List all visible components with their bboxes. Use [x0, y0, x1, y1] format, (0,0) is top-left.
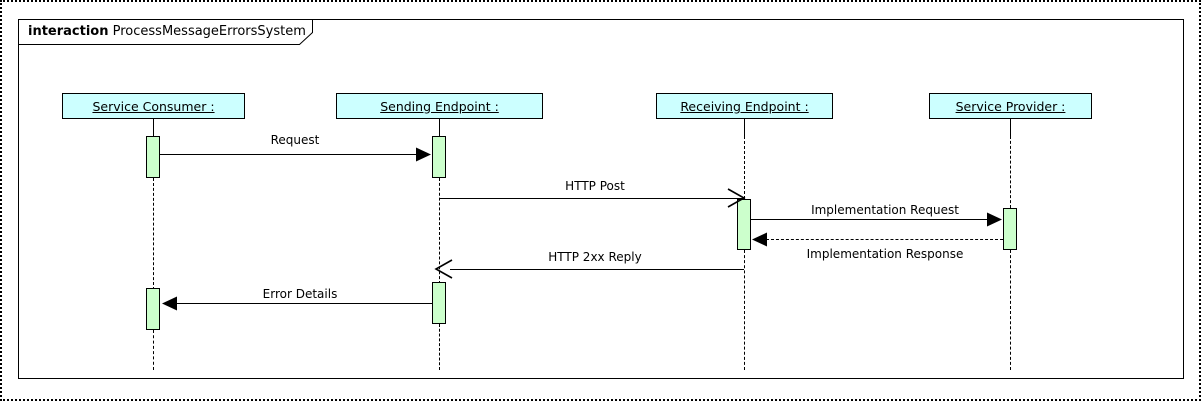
lifeline-stem-mid-sending-endpoint: [439, 178, 440, 284]
arrowhead-filled-left-implementation-response: [752, 232, 767, 247]
activation-receiving-endpoint-1[interactable]: [737, 199, 751, 250]
interaction-frame: [18, 19, 1184, 379]
message-line-implementation-response[interactable]: [766, 239, 1003, 240]
message-line-implementation-request[interactable]: [751, 219, 991, 220]
message-label-request: Request: [270, 133, 320, 147]
lifeline-label-sending-endpoint: Sending Endpoint :: [380, 98, 499, 114]
arrowhead-filled-right-implementation-request: [987, 212, 1002, 227]
arrowhead-open-left-http-2xx-reply: [434, 259, 453, 279]
arrowhead-filled-left-error-details: [162, 296, 177, 311]
message-label-http-post: HTTP Post: [565, 179, 625, 193]
interaction-frame-tab: interaction ProcessMessageErrorsSystem: [18, 19, 313, 45]
lifeline-stem-mid-service-consumer: [153, 178, 154, 290]
message-label-http-2xx-reply: HTTP 2xx Reply: [548, 250, 642, 264]
lifeline-stem-top-service-consumer: [153, 119, 154, 138]
lifeline-stem-bottom-service-provider: [1010, 250, 1011, 370]
lifeline-stem-upper-service-provider: [1010, 136, 1011, 208]
message-line-http-2xx-reply[interactable]: [450, 269, 744, 270]
frame-tab-kind: interaction: [28, 24, 109, 39]
lifeline-label-service-consumer: Service Consumer :: [92, 98, 215, 114]
message-label-error-details: Error Details: [262, 287, 338, 301]
message-label-implementation-response: Implementation Response: [806, 247, 964, 261]
frame-tab-name: ProcessMessageErrorsSystem: [112, 24, 306, 39]
arrowhead-filled-right-request: [416, 147, 431, 162]
message-label-implementation-request: Implementation Request: [811, 203, 959, 217]
frame-tab-pentagon-icon: [18, 19, 313, 45]
lifeline-label-service-provider: Service Provider :: [955, 98, 1066, 114]
frame-tab-label: interaction ProcessMessageErrorsSystem: [28, 23, 306, 41]
lifeline-head-service-consumer[interactable]: Service Consumer :: [62, 93, 245, 119]
lifeline-head-service-provider[interactable]: Service Provider :: [929, 93, 1092, 119]
lifeline-label-receiving-endpoint: Receiving Endpoint :: [680, 98, 809, 114]
lifeline-head-sending-endpoint[interactable]: Sending Endpoint :: [336, 93, 543, 119]
lifeline-stem-upper-receiving-endpoint: [744, 136, 745, 199]
lifeline-stem-bottom-sending-endpoint: [439, 324, 440, 370]
message-line-request[interactable]: [160, 154, 425, 155]
activation-service-consumer-1[interactable]: [146, 136, 160, 178]
arrowhead-open-right-http-post: [727, 188, 746, 208]
lifeline-stem-bottom-service-consumer: [153, 330, 154, 370]
lifeline-stem-top-sending-endpoint: [439, 119, 440, 138]
lifeline-stem-top-service-provider: [1010, 119, 1011, 138]
lifeline-stem-bottom-receiving-endpoint: [744, 250, 745, 370]
lifeline-stem-top-receiving-endpoint: [744, 119, 745, 138]
activation-service-consumer-2[interactable]: [146, 288, 160, 330]
activation-service-provider-1[interactable]: [1003, 208, 1017, 250]
activation-sending-endpoint-1[interactable]: [432, 136, 446, 178]
message-line-http-post[interactable]: [440, 198, 744, 199]
message-line-error-details[interactable]: [176, 303, 432, 304]
activation-sending-endpoint-2[interactable]: [432, 282, 446, 324]
lifeline-head-receiving-endpoint[interactable]: Receiving Endpoint :: [656, 93, 833, 119]
